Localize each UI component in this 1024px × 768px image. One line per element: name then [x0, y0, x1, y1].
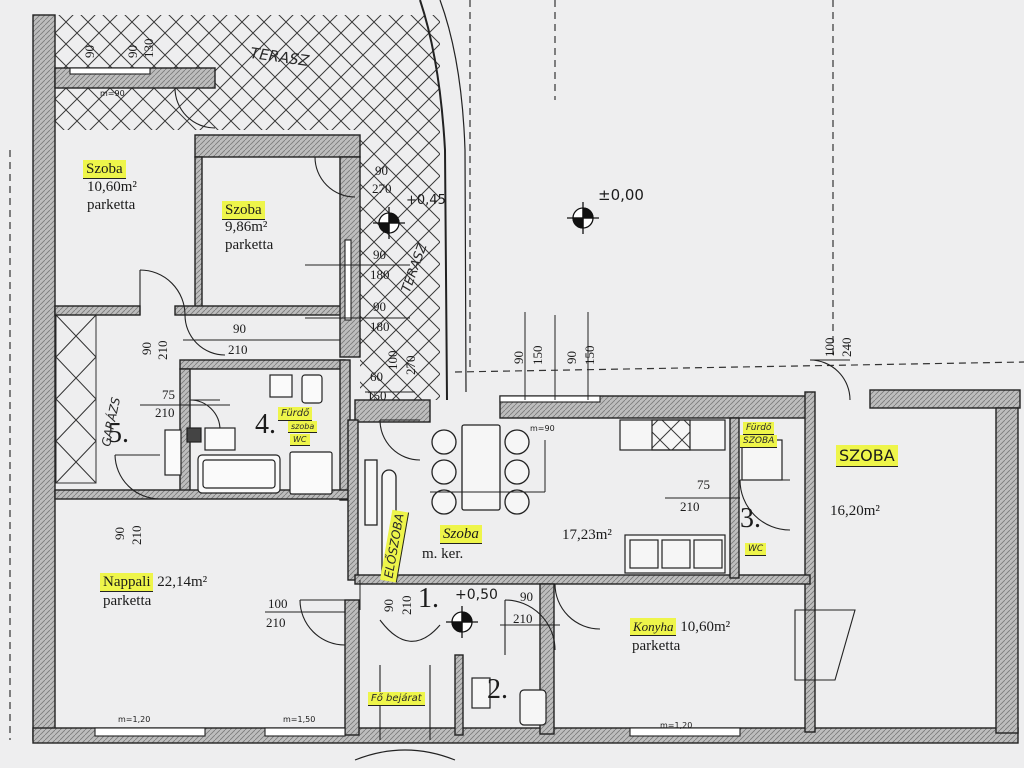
room-number-3: 3.	[740, 503, 761, 534]
window-mark-1: m=90	[100, 89, 125, 98]
bath3-label-2: SZOBA	[740, 435, 778, 448]
terrace-curve-outer	[439, 0, 467, 393]
dim-90-d: 90	[233, 321, 246, 336]
dim-60: 60	[370, 369, 383, 384]
dim-100-a: 100	[268, 596, 288, 611]
window-mark-5: m=1,20	[660, 721, 693, 730]
level-entry: +0,50	[455, 587, 498, 603]
dim-180-a: 180	[370, 267, 390, 282]
dim-90-e: 90	[520, 589, 533, 604]
dim-210-v1: 210	[155, 340, 170, 361]
dim-100-v2: 100	[822, 337, 837, 358]
window-mark-2: m=90	[530, 424, 555, 433]
dim-210-c: 210	[680, 499, 700, 514]
bath-fixtures	[164, 374, 333, 495]
bath3-label-1: Fürdő	[743, 422, 775, 435]
terrace-curve	[419, 0, 448, 401]
bath4-label-3: WC	[290, 434, 310, 446]
dim-210-b: 210	[155, 405, 175, 420]
dim-90-v5: 90	[511, 351, 526, 364]
dim-90-v6: 90	[564, 351, 579, 364]
nappali-area: 22,14m²	[157, 574, 208, 590]
room-number-5: 5.	[108, 418, 129, 449]
level-main: ±0,00	[598, 186, 644, 204]
dim-180-b: 180	[370, 319, 390, 334]
dim-75-a: 75	[162, 387, 175, 402]
dim-210-v3: 210	[399, 595, 414, 616]
dim-210-d: 210	[266, 615, 286, 630]
bath4-label-1: Fürdő	[278, 407, 313, 421]
central-room-area: 17,23m²	[562, 527, 612, 543]
room-1-floor: parketta	[87, 197, 136, 213]
dim-270-a: 270	[372, 181, 392, 196]
dim-90-v2: 90	[125, 45, 140, 58]
kitchen-floor: parketta	[632, 638, 681, 654]
nappali-floor: parketta	[103, 593, 152, 609]
window-mark-4: m=1,50	[283, 715, 316, 724]
bath4-label-2: szoba	[288, 421, 318, 433]
dim-90-v3: 90	[139, 342, 154, 355]
room-2-name: Szoba	[222, 201, 265, 220]
level-terrace: +0,45	[406, 193, 446, 208]
dimension-lines	[140, 200, 740, 626]
kitchen-name: Konyha 10,60m²	[630, 618, 731, 636]
dim-90-c: 90	[373, 299, 386, 314]
room-number-1: 1.	[418, 583, 439, 614]
dashed-outlines	[9, 0, 1024, 740]
dim-90-v4: 90	[112, 527, 127, 540]
dim-130-v: 130	[141, 38, 156, 59]
entry-arch	[354, 749, 456, 761]
dim-90-b: 90	[373, 247, 386, 262]
wc3-label: WC	[745, 543, 767, 556]
fobejarat-label: Fő bejárat	[368, 692, 428, 706]
right-room-area: 16,20m²	[830, 503, 880, 519]
dim-150-a: 150	[367, 388, 387, 403]
room-1-name: Szoba	[83, 160, 126, 179]
dim-100-v: 100	[385, 350, 400, 371]
dim-90-v1: 90	[82, 45, 97, 58]
dim-210-v2: 210	[129, 525, 144, 546]
window-mark-3: m=1,20	[118, 715, 151, 724]
dim-150-v1: 150	[530, 345, 545, 366]
dim-240-v: 240	[839, 337, 854, 358]
kitchen-area: 10,60m²	[680, 619, 731, 635]
level-markers	[373, 202, 599, 638]
central-room-name: Szoba	[440, 525, 482, 544]
nappali-name: Nappali 22,14m²	[100, 573, 208, 592]
windows	[69, 67, 741, 737]
dim-75-b: 75	[697, 477, 710, 492]
right-room-name: SZOBA	[836, 445, 898, 467]
dim-90-a: 90	[375, 163, 388, 178]
room-2-floor: parketta	[225, 237, 274, 253]
central-room-note: m. ker.	[422, 546, 464, 562]
room-number-2: 2.	[487, 674, 508, 705]
dim-90-v7: 90	[381, 599, 396, 612]
room-number-4: 4.	[255, 409, 276, 440]
room-1-area: 10,60m²	[87, 179, 137, 195]
dim-210-e: 210	[513, 611, 533, 626]
garage-shelves	[55, 314, 97, 484]
dim-270-v: 270	[403, 355, 418, 376]
dim-150-v2: 150	[582, 345, 597, 366]
dim-210-a: 210	[228, 342, 248, 357]
room-2-area: 9,86m²	[225, 219, 268, 235]
